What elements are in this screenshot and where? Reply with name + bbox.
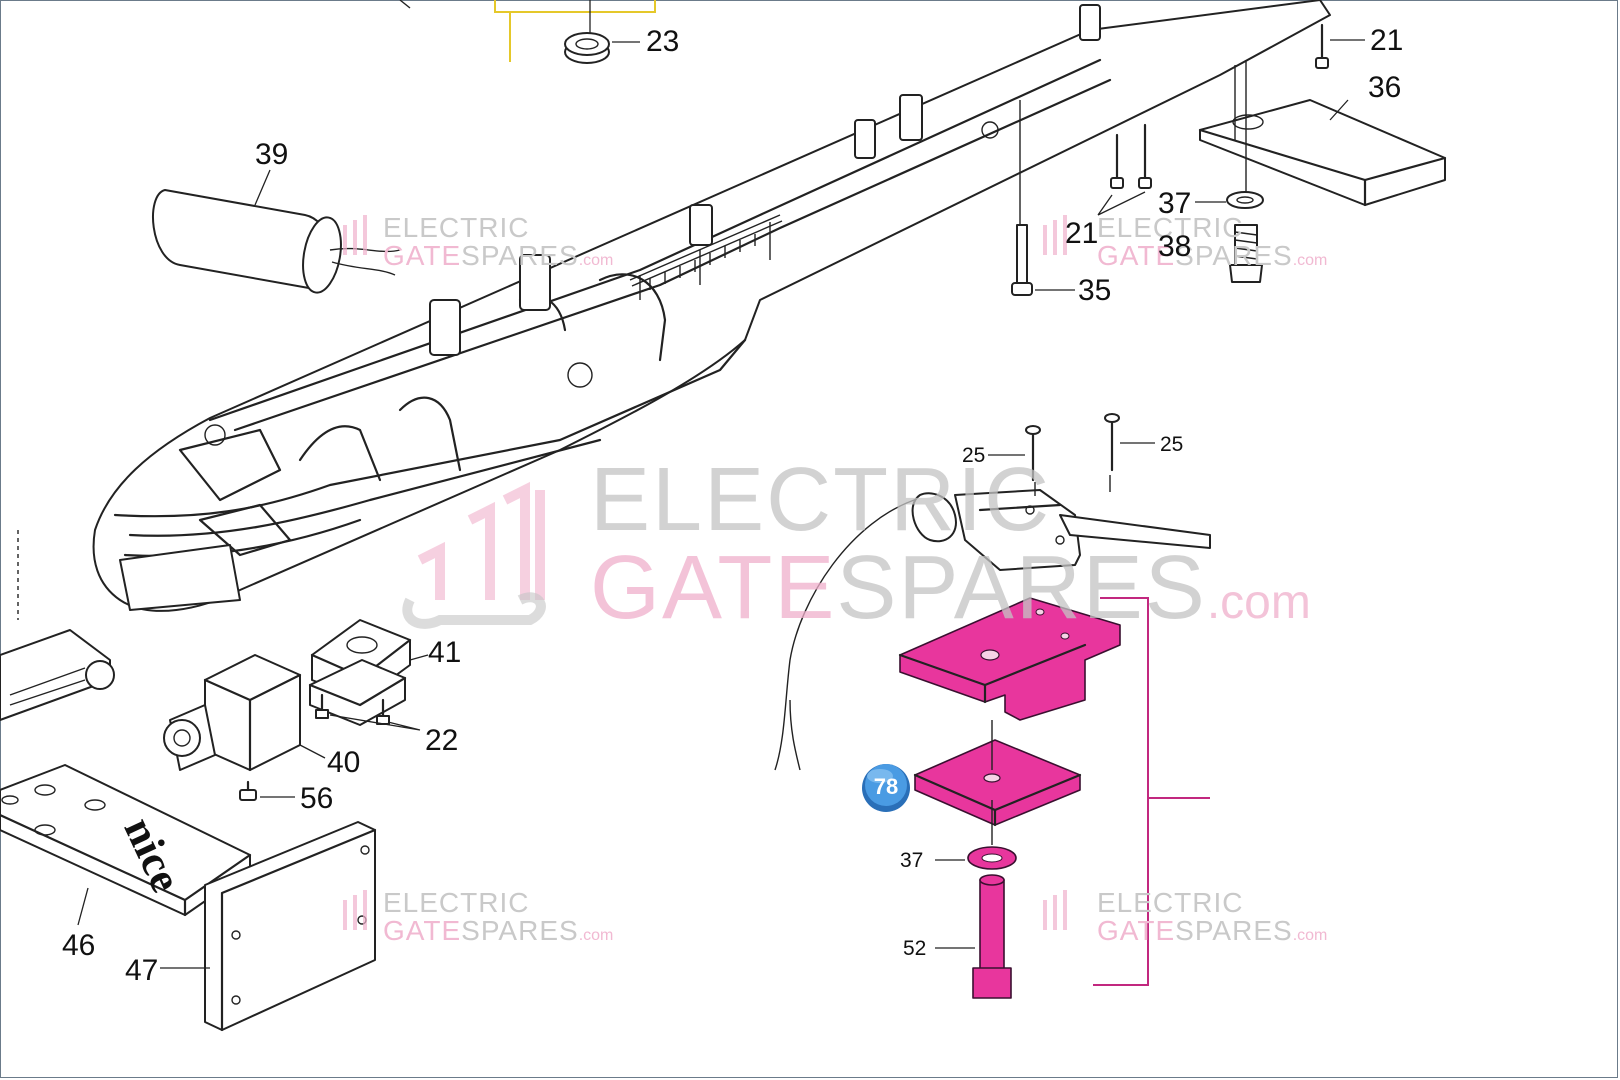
callout-21-top[interactable]: 21	[1370, 24, 1403, 57]
watermark-large-suffix: .com	[1207, 576, 1311, 629]
callout-21-mid[interactable]: 21	[1065, 217, 1098, 250]
main-arm-housing	[92, 0, 1331, 612]
callout-37-bottom[interactable]: 37	[900, 849, 923, 872]
wm2-spares: SPARES	[1175, 240, 1293, 271]
callout-38[interactable]: 38	[1158, 230, 1191, 263]
wm2-line1: ELECTRIC	[1097, 212, 1243, 243]
wm3-line1: ELECTRIC	[383, 887, 529, 918]
callout-25-right[interactable]: 25	[1160, 433, 1183, 456]
svg-text:GATESPARES.com: GATESPARES.com	[1097, 915, 1327, 946]
wm1-line1: ELECTRIC	[383, 212, 529, 243]
part-25-screws[interactable]	[988, 413, 1155, 482]
svg-text:GATESPARES.com: GATESPARES.com	[383, 915, 613, 946]
callout-22[interactable]: 22	[425, 724, 458, 757]
wm3-suffix: .com	[579, 927, 614, 944]
part-40-connector[interactable]	[163, 654, 326, 772]
callout-37-top[interactable]: 37	[1158, 187, 1191, 220]
callout-52[interactable]: 52	[903, 937, 926, 960]
callout-47[interactable]: 47	[125, 954, 158, 987]
callout-labels: 23 21 36 39 37 21 38 35 25 25 41 22 40 5…	[62, 24, 1403, 987]
watermark-small-3: ELECTRIC GATESPARES.com	[343, 887, 613, 946]
watermark-small-4: ELECTRIC GATESPARES.com	[1043, 887, 1327, 946]
part-23-bearing[interactable]	[564, 32, 640, 64]
part-56-screw[interactable]	[239, 780, 295, 801]
callout-56[interactable]: 56	[300, 782, 333, 815]
part-47-plate[interactable]	[160, 821, 377, 1032]
part-21-screws[interactable]	[1097, 23, 1365, 216]
wm3-gate: GATE	[383, 915, 461, 946]
callout-41[interactable]: 41	[428, 636, 461, 669]
part-22-screws[interactable]	[315, 693, 421, 731]
watermark-large: ELECTRIC GATESPARES.com	[402, 450, 1311, 638]
wm2-gate: GATE	[1097, 240, 1175, 271]
part-41-connector-cover[interactable]	[308, 619, 429, 726]
callout-46[interactable]: 46	[62, 929, 95, 962]
wm1-suffix: .com	[579, 252, 614, 269]
wm4-spares: SPARES	[1175, 915, 1293, 946]
callout-40[interactable]: 40	[327, 746, 360, 779]
watermark-small-2: ELECTRIC GATESPARES.com	[1043, 212, 1327, 271]
watermark-large-gate: GATE	[590, 538, 836, 638]
wm4-gate: GATE	[1097, 915, 1175, 946]
limit-switch[interactable]	[774, 475, 1211, 771]
part-35-long-screw[interactable]	[1011, 224, 1075, 296]
svg-text:GATESPARES.com: GATESPARES.com	[383, 240, 613, 271]
svg-text:GATESPARES.com: GATESPARES.com	[1097, 240, 1327, 271]
callout-35[interactable]: 35	[1078, 274, 1111, 307]
badge-78-label: 78	[874, 774, 898, 799]
wm4-suffix: .com	[1293, 927, 1328, 944]
watermark-large-line1: ELECTRIC	[590, 450, 1051, 550]
watermark-small-1: ELECTRIC GATESPARES.com	[343, 212, 613, 271]
part-36-plate[interactable]	[1198, 99, 1447, 207]
watermark-large-spares: SPARES	[836, 538, 1206, 638]
wm2-suffix: .com	[1293, 252, 1328, 269]
wm3-spares: SPARES	[461, 915, 579, 946]
highlight-badge-78[interactable]: 78	[862, 764, 910, 812]
highlighted-bracket-assembly[interactable]	[898, 597, 1210, 999]
callout-39[interactable]: 39	[255, 138, 288, 171]
callout-23[interactable]: 23	[646, 25, 679, 58]
wm4-line1: ELECTRIC	[1097, 887, 1243, 918]
wm1-spares: SPARES	[461, 240, 579, 271]
callout-25-left[interactable]: 25	[962, 444, 985, 467]
svg-text:GATESPARES.com: GATESPARES.com	[590, 538, 1311, 638]
part-39-capacitor[interactable]	[152, 169, 401, 296]
wm1-gate: GATE	[383, 240, 461, 271]
left-arm-piece	[0, 629, 115, 721]
part-37-38-washer-bolt[interactable]	[1195, 191, 1264, 283]
part-46-plate[interactable]: nice	[0, 764, 252, 926]
callout-36[interactable]: 36	[1368, 71, 1401, 104]
